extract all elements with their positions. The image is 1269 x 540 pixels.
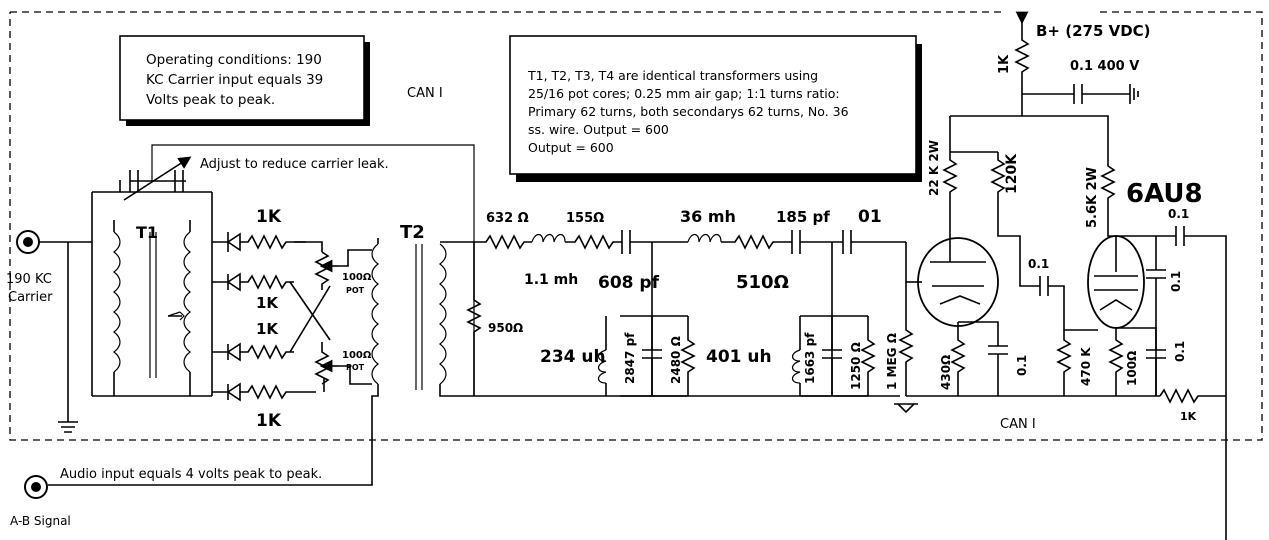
operating-note-line2: KC Carrier input equals 39 — [146, 72, 323, 88]
can-enclosure — [9, 11, 1263, 441]
r-1k-d-label: 1K — [256, 411, 282, 431]
carrier-label-2: Carrier — [8, 290, 53, 305]
c-2847-label: 2847 pf — [623, 332, 637, 384]
r-1k-c-label: 1K — [256, 320, 279, 338]
pot-top-label: POT — [346, 286, 365, 295]
t1-label: T1 — [136, 223, 158, 242]
bplus-label: B+ (275 VDC) — [1036, 22, 1151, 40]
pot-top-value: 100Ω — [342, 272, 372, 283]
transformer-note-line2: 25/16 pot cores; 0.25 mm air gap; 1:1 tu… — [528, 86, 840, 101]
ab-signal-label: A-B Signal — [10, 514, 71, 528]
c-01-out-label: 0.1 — [1168, 207, 1189, 221]
l-36-label: 36 mh — [680, 207, 736, 226]
pot-bottom-value: 100Ω — [342, 350, 372, 361]
c-01-shunt-label: 0.1 — [1169, 271, 1183, 292]
r-1k-out-label: 1K — [1180, 410, 1197, 423]
diode-ring — [226, 232, 331, 402]
c-01-right-label: 0.1 — [1173, 341, 1187, 362]
r-470k-label: 470 K — [1079, 347, 1093, 386]
r-56k-label: 5.6K 2W — [1085, 167, 1100, 228]
can-label-bottom: CAN I — [1000, 417, 1036, 432]
tube-envelope-left — [917, 237, 999, 327]
c-01-cathode-label: 0.1 — [1015, 355, 1029, 376]
transformer-note-line4: ss. wire. Output = 600 — [528, 122, 669, 137]
t2-label: T2 — [400, 222, 425, 243]
r-1k-b-label: 1K — [256, 294, 279, 312]
r-1k-top-label: 1K — [997, 54, 1012, 74]
c-608-label: 608 pf — [598, 273, 660, 293]
c-185-label: 185 pf — [776, 208, 830, 226]
c-01-coupling-label: 0.1 — [1028, 257, 1049, 271]
r-632-label: 632 Ω — [486, 211, 529, 226]
transformer-note-box — [509, 35, 917, 175]
transformer-note-line3: Primary 62 turns, both secondarys 62 tur… — [528, 104, 849, 119]
r-1k-a-label: 1K — [256, 207, 282, 227]
r-430-label: 430Ω — [939, 355, 953, 390]
r-1250-label: 1250 Ω — [849, 342, 863, 390]
r-2480-label: 2480 Ω — [669, 336, 683, 384]
operating-note-line1: Operating conditions: 190 — [146, 52, 322, 68]
tube-label: 6AU8 — [1126, 179, 1203, 209]
pot-bottom-label: POT — [346, 363, 365, 372]
adjust-label: Adjust to reduce carrier leak. — [200, 157, 389, 172]
c-1663-label: 1663 pf — [803, 332, 817, 384]
operating-note-box — [119, 35, 365, 121]
r-1meg-label: 1 MEG Ω — [885, 333, 899, 390]
r-155-label: 155Ω — [566, 211, 604, 226]
operating-note-line3: Volts peak to peak. — [146, 92, 275, 108]
audio-input-label: Audio input equals 4 volts peak to peak. — [60, 467, 322, 482]
r-950-label: 950Ω — [488, 321, 523, 335]
bypass-cap-label: 0.1 400 V — [1070, 59, 1139, 74]
r-120k-label: 120K — [1004, 153, 1020, 194]
r-22k-label: 22 K 2W — [927, 140, 941, 196]
c-01-label: 01 — [858, 207, 882, 227]
r-100-label: 100Ω — [1125, 351, 1139, 386]
l-1-1-label: 1.1 mh — [524, 272, 578, 288]
can-label-top: CAN I — [407, 86, 443, 101]
carrier-label-1: 190 KC — [6, 272, 52, 287]
l-401-label: 401 uh — [706, 347, 772, 367]
transformer-note-line1: T1, T2, T3, T4 are identical transformer… — [527, 68, 818, 83]
r-510-series-label: 510Ω — [736, 272, 789, 293]
l-234-label: 234 uh — [540, 347, 606, 367]
transformer-note-line5: Output = 600 — [528, 140, 614, 155]
